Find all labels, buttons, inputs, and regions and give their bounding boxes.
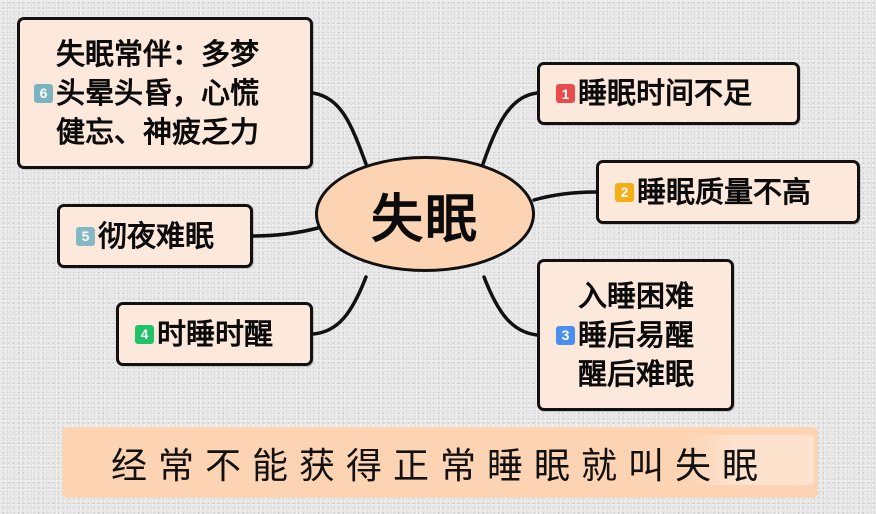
- branch-6-comorbid-symptoms[interactable]: 6 失眠常伴：多梦 头晕头昏，心慌 健忘、神疲乏力: [17, 17, 313, 169]
- definition-banner: 经常不能获得正常睡眠就叫失眠: [62, 427, 818, 498]
- branch-3-sleep-difficulties[interactable]: 3 入睡困难 睡后易醒 醒后难眠: [537, 259, 734, 411]
- branch-2-label: 睡眠质量不高: [637, 174, 812, 209]
- definition-caption: 经常不能获得正常睡眠就叫失眠: [110, 445, 769, 487]
- branch-1-insufficient-sleep-time[interactable]: 1 睡眠时间不足: [537, 62, 800, 125]
- badge-5: 5: [76, 226, 95, 246]
- branch-3-line-2: 睡后易醒: [578, 317, 695, 352]
- watermark: [684, 435, 814, 485]
- badge-1: 1: [556, 84, 575, 103]
- branch-3-line-3: 醒后难眠: [578, 356, 695, 391]
- branch-1-label: 睡眠时间不足: [578, 76, 753, 110]
- connector-3: [482, 275, 539, 337]
- connector-5: [251, 226, 320, 238]
- branch-4-label: 时睡时醒: [157, 316, 274, 351]
- branch-6-line-3: 健忘、神疲乏力: [56, 114, 260, 149]
- central-topic-label: 失眠: [370, 189, 479, 250]
- branch-6-line-2: 头晕头昏，心慌: [56, 75, 260, 110]
- branch-3-line-1: 入睡困难: [578, 278, 695, 313]
- branch-6-line-1: 失眠常伴：多梦: [56, 36, 260, 71]
- connector-1: [481, 91, 539, 166]
- branch-2-poor-sleep-quality[interactable]: 2 睡眠质量不高: [596, 160, 860, 224]
- badge-4: 4: [135, 324, 154, 344]
- connector-6: [311, 91, 368, 166]
- badge-3: 3: [556, 325, 575, 345]
- connector-4: [311, 275, 368, 336]
- central-topic[interactable]: 失眠: [315, 156, 535, 272]
- branch-4-intermittent-sleep[interactable]: 4 时睡时醒: [116, 302, 313, 366]
- badge-2: 2: [615, 182, 634, 202]
- branch-5-label: 彻夜难眠: [98, 218, 215, 253]
- badge-6: 6: [34, 83, 53, 103]
- branch-5-sleepless-all-night[interactable]: 5 彻夜难眠: [57, 204, 253, 268]
- connector-2: [532, 190, 598, 202]
